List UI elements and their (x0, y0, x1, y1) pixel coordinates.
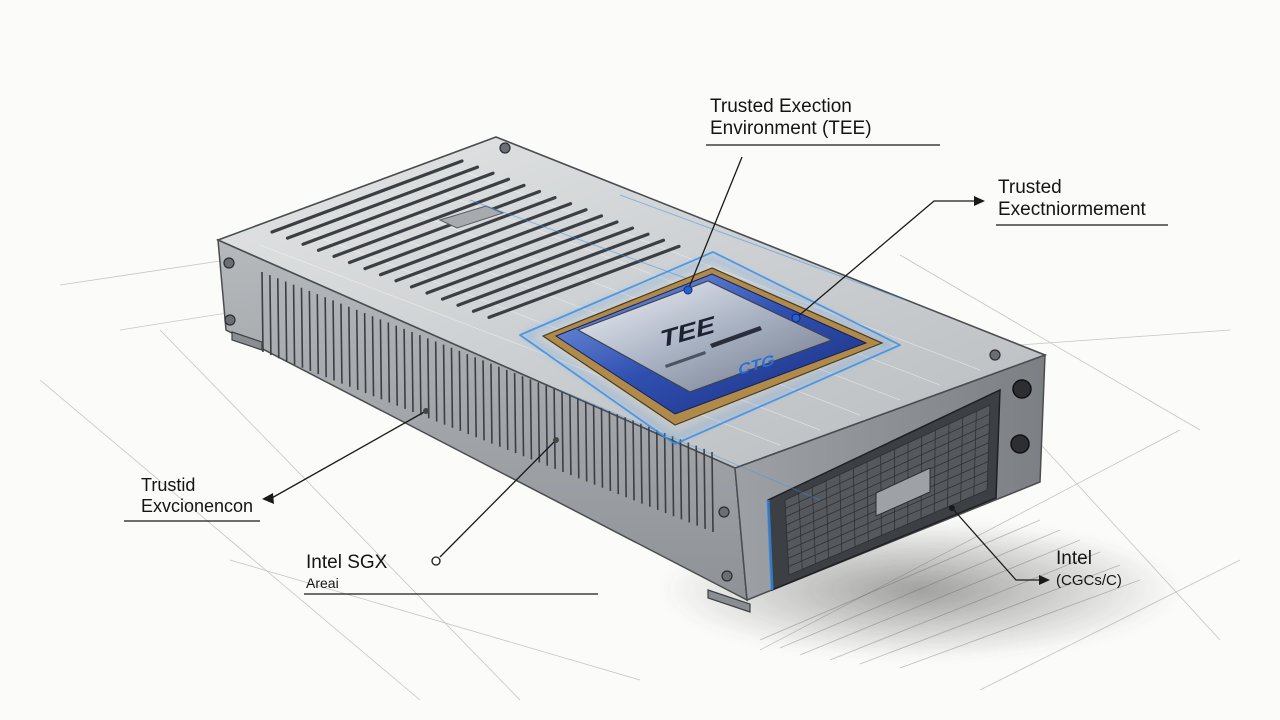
label-line: (CGCs/C) (1056, 571, 1122, 589)
panel-knob-top (1012, 379, 1032, 399)
server-feet (231, 331, 751, 613)
side-vent-slots (261, 271, 714, 533)
label-line: Areai (306, 574, 339, 591)
top-nameplate (438, 205, 505, 229)
drive-bay-label (875, 467, 931, 517)
label-line: Exvcionencon (141, 495, 254, 516)
label-trusted-execution-environment: Trusted Exection Environment (TEE) (710, 96, 872, 140)
label-trusted-right: Trusted Exectniormement (998, 177, 1146, 221)
hatch-shadow (759, 519, 1141, 669)
label-line: Trusted Exection (710, 96, 852, 117)
chip-die (576, 280, 834, 393)
label-line: Exectniormement (998, 198, 1146, 220)
corner-screws (223, 142, 1001, 582)
callout-leaders (124, 144, 1168, 595)
label-line: Trustid (141, 475, 196, 495)
label-line: Trusted (998, 177, 1062, 198)
label-intel-right: Intel (CGCs/C) (1056, 548, 1122, 589)
callout-dots (423, 285, 955, 566)
panel-knob-bottom (1010, 434, 1030, 454)
label-line: Environment (TEE) (710, 117, 872, 139)
top-vent-slots (270, 159, 681, 319)
label-trustid-left: Trustid Exvcionencon (141, 475, 253, 516)
blue-edge-glow (766, 499, 774, 591)
callout-arrowheads (262, 196, 1050, 585)
label-line: Intel (1056, 548, 1092, 569)
label-intel-sgx-area: Intel SGX Areai (306, 552, 387, 591)
label-line: Intel SGX (306, 552, 388, 573)
